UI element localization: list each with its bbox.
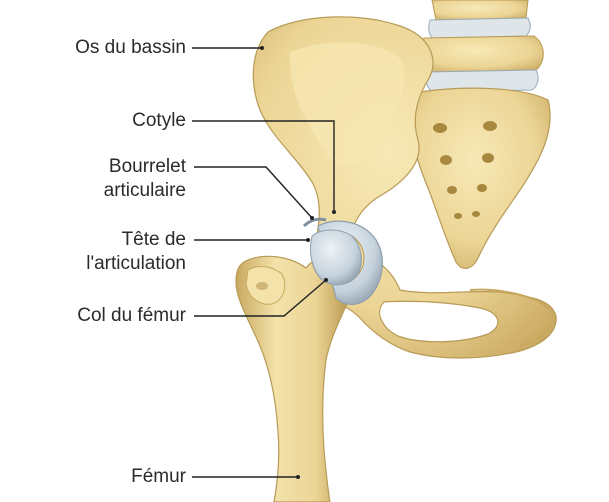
label-femur: Fémur <box>30 465 186 489</box>
label-bourrelet-line1: Bourrelet <box>30 155 186 179</box>
label-os-du-bassin-text: Os du bassin <box>30 36 186 60</box>
label-os-du-bassin: Os du bassin <box>30 36 186 60</box>
label-tete-line2: l'articulation <box>30 252 186 276</box>
leader-dot-cotyle <box>332 210 336 214</box>
leader-dot-col <box>324 278 328 282</box>
label-col-du-femur-text: Col du fémur <box>30 304 186 328</box>
label-bourrelet-line2: articulaire <box>30 179 186 203</box>
label-cotyle: Cotyle <box>30 109 186 133</box>
label-tete-articulation: Tête de l'articulation <box>30 228 186 276</box>
leader-line-bourrelet <box>194 167 312 218</box>
lumbar-vertebrae <box>418 0 544 92</box>
label-bourrelet-articulaire: Bourrelet articulaire <box>30 155 186 203</box>
label-tete-line1: Tête de <box>30 228 186 252</box>
label-femur-text: Fémur <box>30 465 186 489</box>
femur-bone <box>236 256 349 502</box>
label-col-du-femur: Col du fémur <box>30 304 186 328</box>
leader-dot-os-bassin <box>260 46 264 50</box>
label-cotyle-text: Cotyle <box>30 109 186 133</box>
leader-dot-femur <box>296 475 300 479</box>
leader-dot-tete <box>306 238 310 242</box>
leader-dot-bourrelet <box>310 216 314 220</box>
sacrum <box>412 88 550 268</box>
